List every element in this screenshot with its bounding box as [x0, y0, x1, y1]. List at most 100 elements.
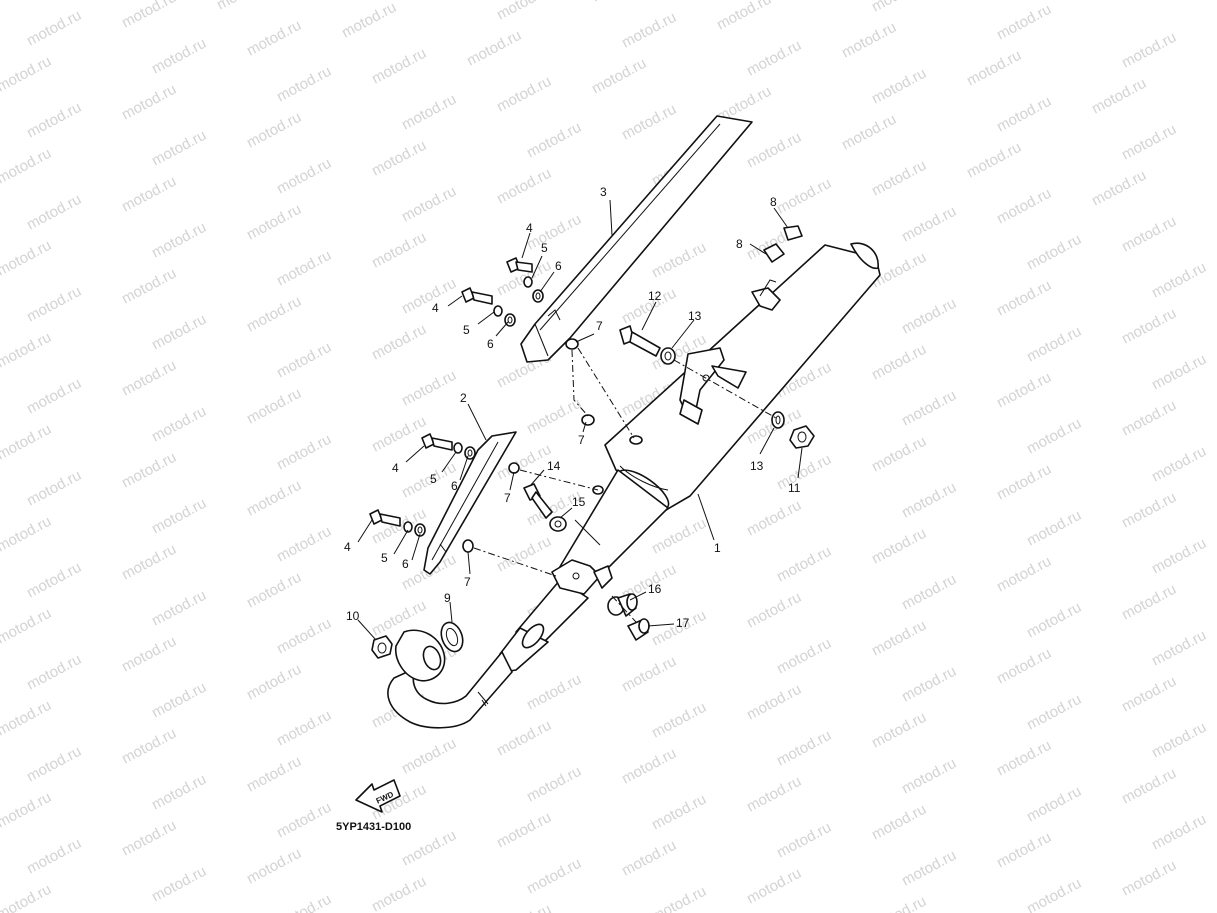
watermark-text: motod.ru — [869, 709, 929, 752]
callout-13a: 13 — [688, 309, 702, 323]
watermark-text: motod.ru — [744, 589, 804, 632]
watermark-text: motod.ru — [119, 81, 179, 124]
watermark-text: motod.ru — [494, 717, 554, 760]
watermark-text: motod.ru — [714, 0, 774, 34]
watermark-text: motod.ru — [869, 433, 929, 476]
watermark-text: motod.ru — [399, 91, 459, 134]
watermark-text: motod.ru — [24, 651, 84, 694]
callout-16: 16 — [648, 582, 662, 596]
watermark-text: motod.ru — [589, 0, 649, 6]
callout-7b: 7 — [578, 433, 585, 447]
watermark-text: motod.ru — [774, 635, 834, 678]
watermark-text: motod.ru — [149, 587, 209, 630]
hex-nut — [789, 425, 815, 449]
watermark-text: motod.ru — [494, 0, 554, 24]
header-flange — [394, 629, 446, 682]
watermark-text: motod.ru — [1119, 397, 1179, 440]
callout-14: 14 — [547, 459, 561, 473]
watermark-text: motod.ru — [1119, 305, 1179, 348]
watermark-text: motod.ru — [839, 111, 899, 154]
gasket — [440, 621, 464, 653]
watermark-text: motod.ru — [899, 663, 959, 706]
watermark-text: motod.ru — [994, 737, 1054, 780]
callout-4a: 4 — [526, 221, 533, 235]
watermark-text: motod.ru — [869, 65, 929, 108]
watermark-text: motod.ru — [994, 185, 1054, 228]
watermark-text: motod.ru — [619, 101, 679, 144]
watermark-text: motod.ru — [1024, 507, 1084, 550]
watermark-text: motod.ru — [744, 865, 804, 908]
watermark-text: motod.ru — [274, 431, 334, 474]
watermark-text: motod.ru — [1089, 167, 1149, 210]
watermark-text: motod.ru — [869, 341, 929, 384]
watermark-text: motod.ru — [869, 617, 929, 660]
watermark-text: motod.ru — [774, 451, 834, 494]
grommet — [607, 593, 638, 617]
watermark-text: motod.ru — [744, 681, 804, 724]
watermark-text: motod.ru — [839, 19, 899, 62]
reference-code: 5YP1431-D100 — [336, 821, 411, 833]
callout-5c: 5 — [430, 472, 437, 486]
watermark-text: motod.ru — [274, 247, 334, 290]
watermark-text: motod.ru — [149, 219, 209, 262]
watermark-text: motod.ru — [119, 725, 179, 768]
callout-12: 12 — [648, 289, 662, 303]
callout-8a: 8 — [770, 195, 777, 209]
watermark-text: motod.ru — [274, 799, 334, 842]
watermark-text: motod.ru — [649, 515, 709, 558]
parts-artwork — [369, 115, 881, 729]
watermark-text: motod.ru — [24, 467, 84, 510]
watermark-text: motod.ru — [119, 0, 179, 32]
watermark-text: motod.ru — [899, 295, 959, 338]
watermark-text: motod.ru — [119, 633, 179, 676]
watermark-text: motod.ru — [1119, 489, 1179, 532]
watermark-text: motod.ru — [619, 9, 679, 52]
watermark-text: motod.ru — [774, 175, 834, 218]
watermark-text: motod.ru — [994, 461, 1054, 504]
watermark-text: motod.ru — [994, 1, 1054, 44]
watermark-text: motod.ru — [0, 789, 54, 832]
watermark-text: motod.ru — [524, 763, 584, 806]
lower-heat-shield — [423, 431, 517, 575]
watermark-text: motod.ru — [274, 891, 334, 913]
bolts — [369, 257, 661, 527]
watermark-text: motod.ru — [1119, 581, 1179, 624]
watermark-text: motod.ru — [1024, 415, 1084, 458]
callout-7a: 7 — [596, 319, 603, 333]
leader-lines — [357, 199, 803, 641]
callout-4d: 4 — [344, 540, 351, 554]
callout-3: 3 — [600, 185, 607, 199]
watermark-text: motod.ru — [24, 191, 84, 234]
watermark-text: motod.ru — [494, 165, 554, 208]
callout-10: 10 — [346, 609, 360, 623]
watermark-text: motod.ru — [399, 827, 459, 870]
watermark-text: motod.ru — [899, 479, 959, 522]
watermark-text: motod.ru — [494, 73, 554, 116]
callout-4c: 4 — [392, 461, 399, 475]
watermark-text: motod.ru — [244, 569, 304, 612]
muffler-assembly — [387, 242, 881, 729]
watermark-text: motod.ru — [994, 645, 1054, 688]
watermark-text: motod.ru — [274, 63, 334, 106]
watermark-text: motod.ru — [1149, 535, 1209, 578]
watermark-text: motod.ru — [649, 699, 709, 742]
watermark-text: motod.ru — [1149, 811, 1209, 854]
watermark-text: motod.ru — [1119, 121, 1179, 164]
watermark-text: motod.ru — [869, 525, 929, 568]
watermark-text: motod.ru — [214, 0, 274, 14]
watermark-text: motod.ru — [149, 127, 209, 170]
callout-13b: 13 — [750, 459, 764, 473]
watermark-text: motod.ru — [369, 137, 429, 180]
watermark-text: motod.ru — [619, 745, 679, 788]
watermark-text: motod.ru — [1119, 213, 1179, 256]
watermark-text: motod.ru — [399, 367, 459, 410]
watermark-text: motod.ru — [774, 543, 834, 586]
watermark-text: motod.ru — [149, 311, 209, 354]
watermark-text: motod.ru — [899, 847, 959, 890]
callout-2: 2 — [460, 391, 467, 405]
watermark-text: motod.ru — [149, 35, 209, 78]
watermark-text: motod.ru — [1119, 29, 1179, 72]
watermark-text: motod.ru — [244, 385, 304, 428]
watermark-text: motod.ru — [24, 7, 84, 50]
watermark-text: motod.ru — [1119, 673, 1179, 716]
